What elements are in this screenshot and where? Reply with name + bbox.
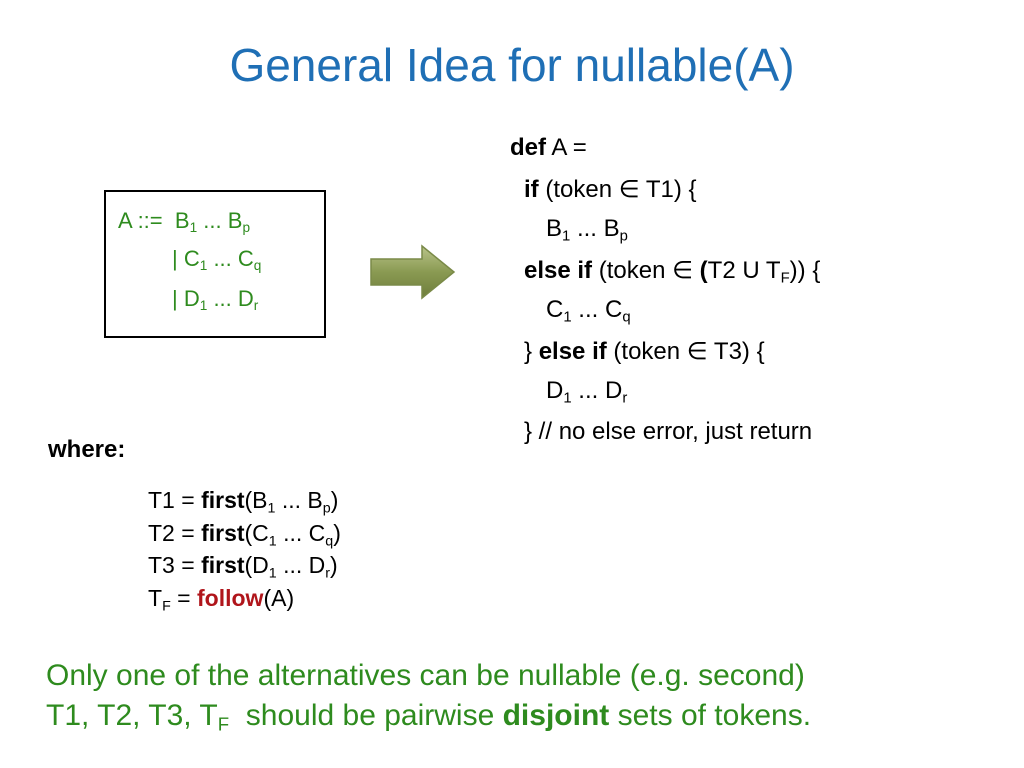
grammar-line-2: | C1 ... Cq [172,246,262,274]
definition-tf: TF = follow(A) [148,584,295,614]
bottom-line-2: T1, T2, T3, TF should be pairwise disjoi… [46,699,812,735]
grammar-lhs: A ::= [118,208,163,233]
definition-t3: T3 = first(D1 ... Dr) [148,552,338,582]
code-line-end: } // no else error, just return [524,417,813,445]
where-label: where: [48,436,126,463]
right-arrow-icon [370,244,456,300]
grammar-line-3: | D1 ... Dr [172,286,259,314]
code-line-def: def A = [510,134,587,161]
code-line-elseif-2: } else if (token ∈ T3) { [524,336,765,365]
bottom-line-1: Only one of the alternatives can be null… [46,659,805,692]
element-of-symbol: ∈ [686,336,708,365]
code-line-elseif: else if (token ∈ (T2 U TF)) { [524,255,821,286]
follow-keyword: follow [197,584,264,611]
disjoint-keyword: disjoint [502,699,610,732]
element-of-symbol: ∈ [672,255,693,284]
code-block: def A = if (token ∈ T1) { B1 ... Bp else… [510,128,1010,452]
definition-t1: T1 = first(B1 ... Bp) [148,487,339,517]
code-line-body-1: B1 ... Bp [546,215,628,245]
bottom-note: Only one of the alternatives can be null… [46,656,1006,736]
code-line-if: if (token ∈ T1) { [524,174,697,203]
grammar-box: A ::= B1 ... Bp | C1 ... Cq | D1 ... Dr [104,190,326,338]
definition-t2: T2 = first(C1 ... Cq) [148,519,341,549]
slide-title: General Idea for nullable(A) [229,39,795,91]
grammar-line-1: A ::= B1 ... Bp [118,208,251,236]
code-line-body-3: D1 ... Dr [546,377,628,407]
code-line-body-2: C1 ... Cq [546,296,631,326]
definitions-list: T1 = first(B1 ... Bp) T2 = first(C1 ... … [148,484,341,614]
element-of-symbol: ∈ [618,174,640,203]
